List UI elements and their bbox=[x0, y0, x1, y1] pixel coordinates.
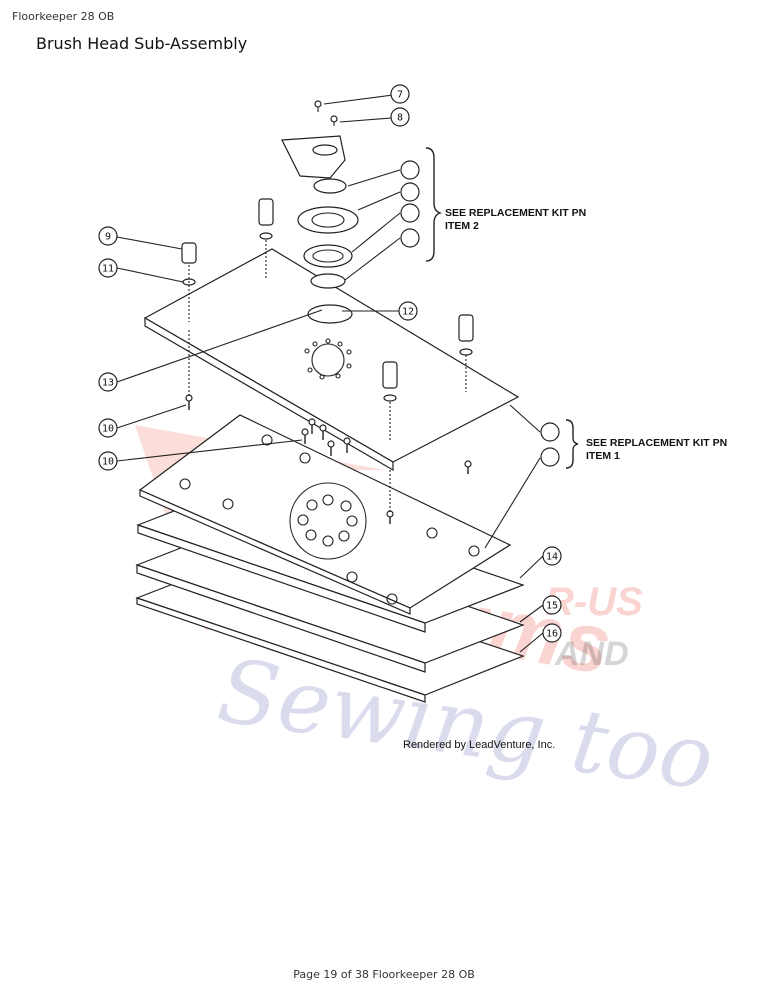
screws bbox=[185, 330, 472, 524]
svg-text:12: 12 bbox=[402, 307, 414, 318]
rendered-by-credit: Rendered by LeadVenture, Inc. bbox=[403, 739, 555, 751]
callout-11 bbox=[98, 258, 118, 278]
callout-12 bbox=[398, 301, 418, 321]
svg-text:16: 16 bbox=[546, 629, 558, 640]
kit-note-item-2: SEE REPLACEMENT KIT PN ITEM 2 bbox=[445, 207, 586, 232]
svg-text:14: 14 bbox=[546, 552, 558, 563]
callout-10b bbox=[98, 451, 118, 471]
hub-stack bbox=[281, 100, 359, 324]
callout-14 bbox=[542, 546, 562, 566]
callout-13 bbox=[98, 372, 118, 392]
bumper-center bbox=[382, 361, 398, 440]
svg-text:10: 10 bbox=[102, 424, 114, 435]
svg-text:9: 9 bbox=[105, 232, 111, 243]
callout-10a bbox=[98, 418, 118, 438]
svg-text:SEE REPLACEMENT KIT PN: SEE REPLACEMENT KIT PN bbox=[586, 437, 727, 449]
kit-note-item-1: SEE REPLACEMENT KIT PN ITEM 1 bbox=[586, 437, 727, 462]
callout-16 bbox=[542, 623, 562, 643]
callout-7 bbox=[390, 84, 410, 104]
callout-9 bbox=[98, 226, 118, 246]
kit-bubbles bbox=[400, 147, 579, 469]
callout-15 bbox=[542, 595, 562, 615]
svg-text:13: 13 bbox=[102, 378, 114, 389]
page-title: Brush Head Sub-Assembly bbox=[36, 34, 248, 53]
pad-upper bbox=[138, 414, 512, 615]
main-plate bbox=[143, 248, 520, 472]
watermark-and: AND bbox=[554, 635, 629, 673]
svg-text:ITEM 1: ITEM 1 bbox=[586, 450, 620, 462]
leader-lines bbox=[116, 94, 544, 653]
callout-8 bbox=[390, 107, 410, 127]
svg-text:7: 7 bbox=[397, 90, 403, 101]
svg-text:SEE REPLACEMENT KIT PN: SEE REPLACEMENT KIT PN bbox=[445, 207, 586, 219]
bumper-top bbox=[258, 198, 274, 278]
svg-text:15: 15 bbox=[546, 601, 558, 612]
bumper-right bbox=[458, 314, 474, 392]
svg-text:11: 11 bbox=[102, 264, 114, 275]
svg-text:8: 8 bbox=[397, 113, 403, 124]
callouts: 7 8 9 11 12 13 10 10 14 15 16 bbox=[98, 84, 562, 643]
watermark-r-us: R-US bbox=[545, 580, 643, 624]
document-header: Floorkeeper 28 OB bbox=[12, 10, 115, 23]
svg-text:10: 10 bbox=[102, 457, 114, 468]
svg-text:ITEM 2: ITEM 2 bbox=[445, 220, 479, 232]
pad-holes bbox=[179, 434, 480, 605]
page-footer: Page 19 of 38 Floorkeeper 28 OB bbox=[293, 968, 475, 981]
